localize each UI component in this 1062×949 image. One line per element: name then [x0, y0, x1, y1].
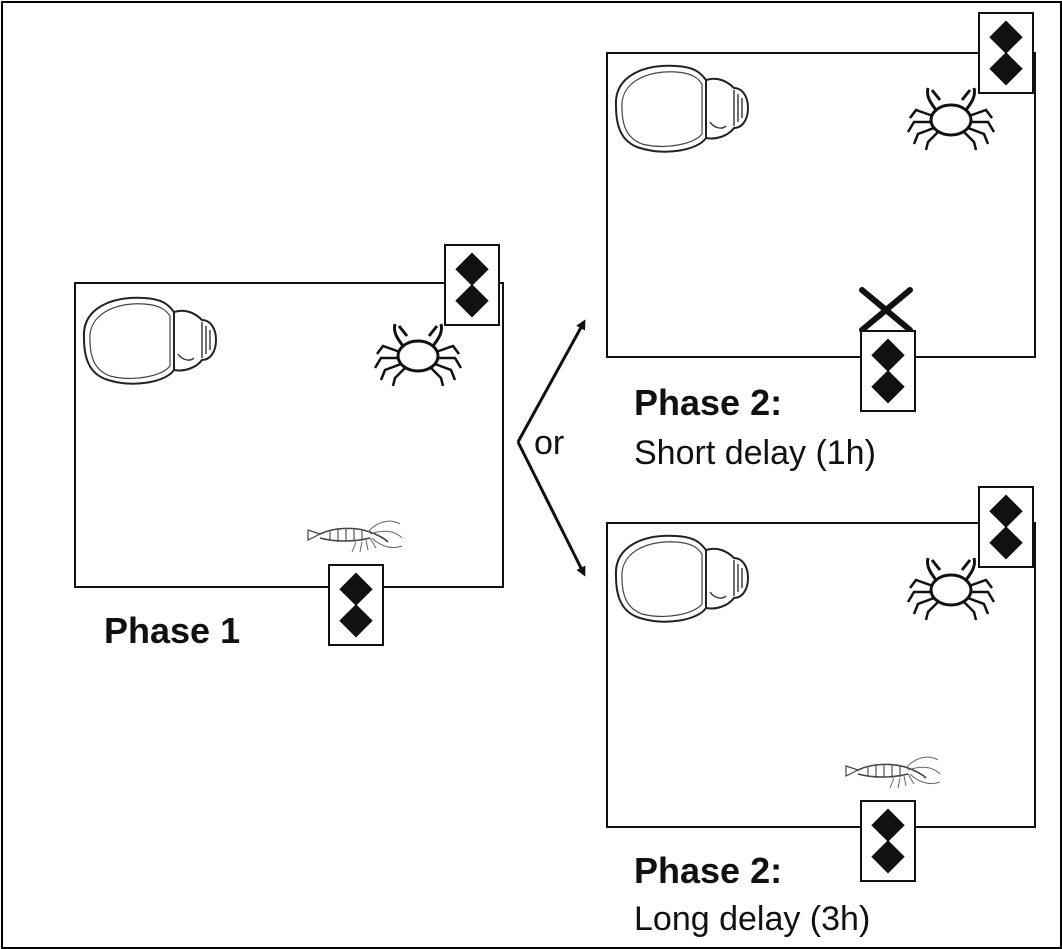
double-diamond-marker-icon: [978, 486, 1034, 568]
arrow-to-long-delay: [516, 441, 586, 577]
arrow-to-short-delay: [516, 319, 586, 443]
double-diamond-marker-icon: [860, 800, 916, 882]
long-delay-tank: [606, 522, 1036, 828]
long-delay-subtitle: Long delay (3h): [634, 900, 871, 938]
short-delay-title: Phase 2:: [634, 382, 783, 423]
phase1-title: Phase 1: [104, 610, 241, 651]
double-diamond-marker-icon: [328, 564, 384, 646]
or-label: or: [534, 424, 565, 462]
cross-icon: [858, 286, 914, 334]
short-delay-tank: [606, 52, 1036, 358]
short-delay-subtitle: Short delay (1h): [634, 434, 876, 472]
long-delay-title: Phase 2:: [634, 850, 783, 891]
double-diamond-marker-icon: [860, 330, 916, 412]
double-diamond-marker-icon: [444, 244, 500, 326]
double-diamond-marker-icon: [978, 12, 1034, 94]
